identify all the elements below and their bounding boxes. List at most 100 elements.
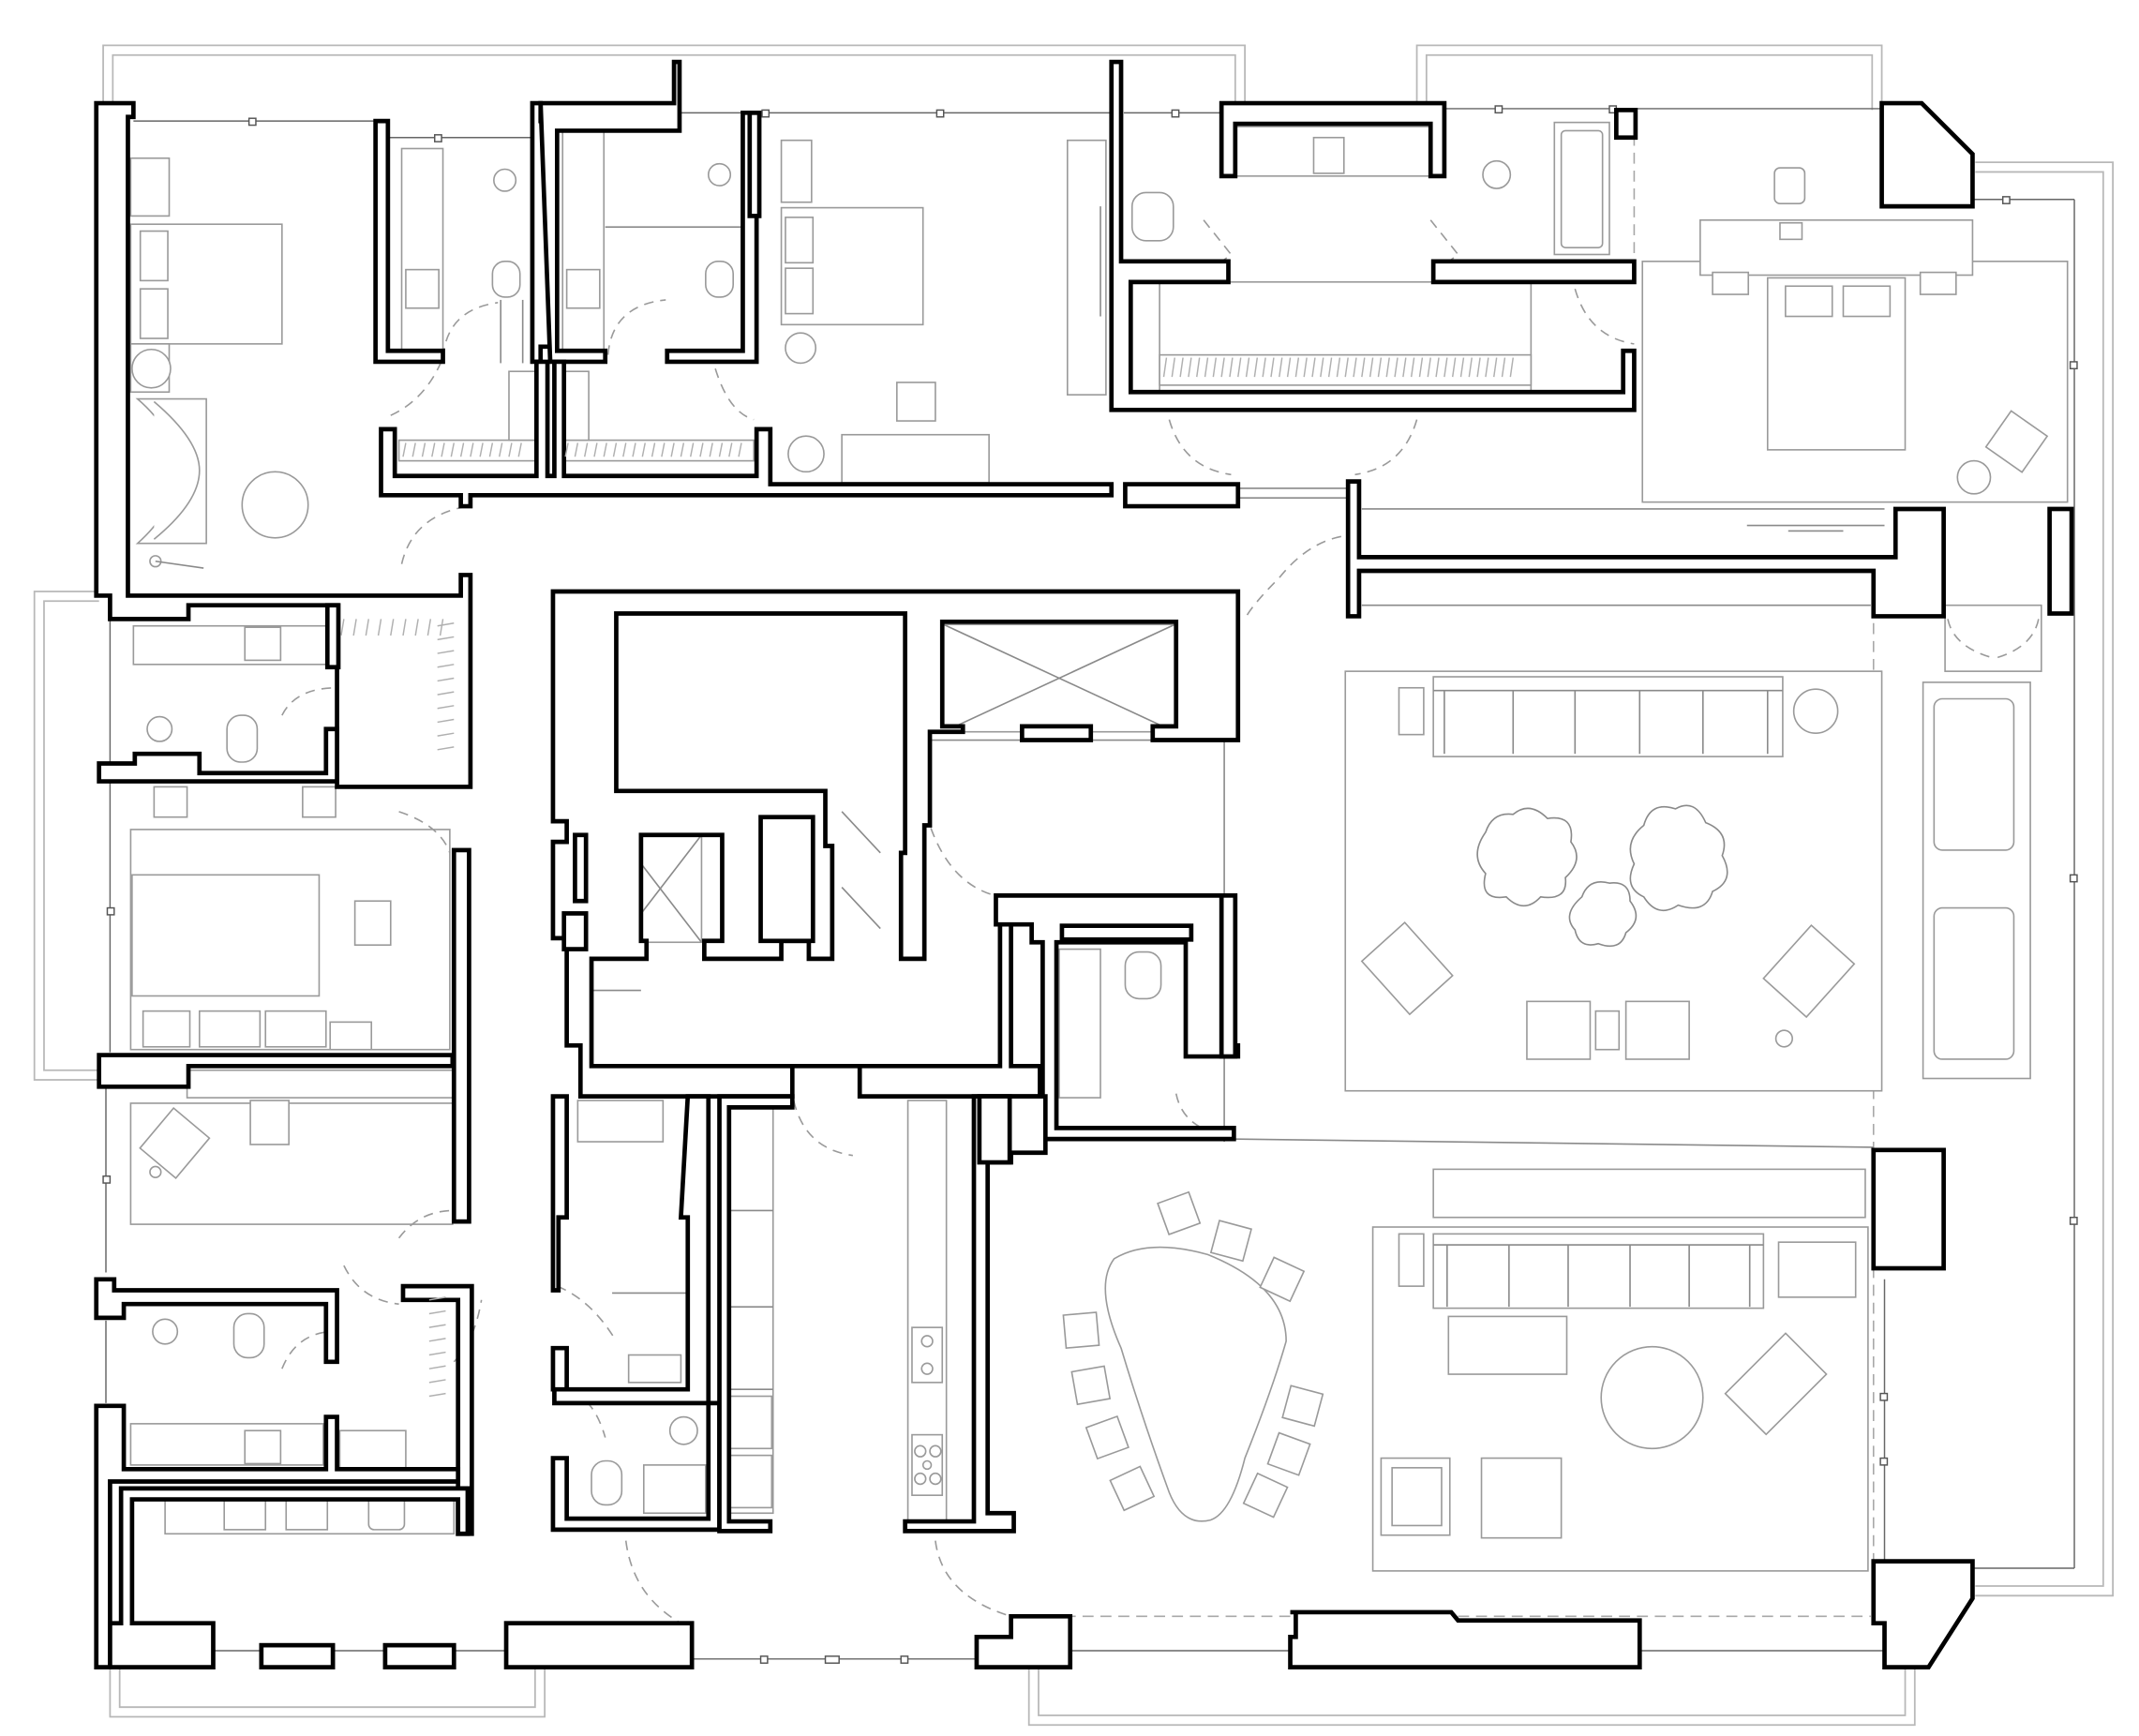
hanger-mark — [428, 1309, 446, 1315]
hanger-mark — [1485, 357, 1489, 378]
hanger-mark — [1459, 357, 1465, 378]
hanger-mark — [428, 1296, 446, 1301]
hanger-mark — [583, 442, 589, 457]
living-room-north-furniture — [1344, 604, 2042, 1092]
hanger-mark — [1311, 357, 1316, 378]
hanger-mark — [428, 1365, 446, 1369]
hanger-mark — [689, 442, 695, 457]
hanger-mark — [437, 622, 455, 627]
hanger-mark — [1361, 357, 1366, 378]
closet-hanger-marks — [340, 357, 1515, 1398]
hanger-mark — [428, 1338, 446, 1342]
hanger-mark — [1336, 357, 1341, 378]
hanger-mark — [1394, 357, 1399, 378]
hanger-mark — [1179, 357, 1184, 378]
hanger-mark — [377, 619, 382, 636]
hanger-mark — [390, 619, 395, 636]
hanger-mark — [365, 619, 370, 636]
hanger-mark — [352, 619, 357, 636]
hanger-mark — [1237, 357, 1242, 378]
hanger-mark — [1212, 357, 1218, 378]
hanger-mark — [1204, 357, 1209, 378]
terraces — [33, 44, 2114, 1727]
hanger-mark — [1220, 357, 1225, 378]
bedroom-w-furniture — [129, 786, 451, 1051]
hanger-mark — [1344, 357, 1349, 378]
hanger-mark — [1377, 357, 1383, 378]
hanger-mark — [437, 650, 455, 654]
bathroom-n1-fixtures — [390, 147, 524, 416]
hanger-mark — [1196, 357, 1201, 378]
hanger-mark — [437, 705, 455, 710]
hanger-mark — [651, 442, 656, 457]
bedroom-nw-furniture — [129, 157, 309, 569]
hanger-mark — [1385, 357, 1390, 378]
hanger-mark — [488, 442, 494, 457]
bedroom-ne-furniture — [1641, 167, 2069, 532]
hanger-mark — [1402, 357, 1407, 378]
hanger-mark — [738, 442, 742, 457]
hanger-mark — [517, 442, 522, 457]
hanger-mark — [1427, 357, 1431, 378]
hanger-mark — [1188, 357, 1192, 378]
hanger-mark — [1270, 357, 1275, 378]
hanger-mark — [498, 442, 503, 457]
hanger-mark — [437, 718, 455, 724]
hanger-mark — [1501, 357, 1506, 378]
hanger-mark — [437, 636, 455, 641]
living-room-south-furniture — [1371, 1168, 1869, 1572]
hanger-mark — [699, 442, 704, 457]
hanger-mark — [1451, 357, 1457, 378]
hanger-mark — [718, 442, 724, 457]
bathroom-s-fixtures — [557, 1100, 707, 1624]
hanger-mark — [441, 442, 445, 457]
hanger-mark — [437, 664, 455, 668]
hanger-mark — [1353, 357, 1357, 378]
hanger-mark — [431, 442, 436, 457]
hanger-mark — [1443, 357, 1448, 378]
hanger-mark — [428, 1324, 446, 1328]
hanger-mark — [1294, 357, 1300, 378]
walls — [94, 59, 2074, 1669]
hanger-mark — [1418, 357, 1424, 378]
kitchen-furniture — [723, 1100, 1011, 1618]
hanger-mark — [680, 442, 685, 457]
hanger-mark — [1476, 357, 1481, 378]
hanger-mark — [428, 1379, 446, 1384]
hanger-mark — [728, 442, 733, 457]
hanger-mark — [1369, 357, 1374, 378]
hanger-mark — [1327, 357, 1333, 378]
hanger-mark — [1286, 357, 1292, 378]
hanger-mark — [1262, 357, 1266, 378]
hanger-mark — [564, 442, 569, 457]
hanger-mark — [1303, 357, 1308, 378]
hanger-mark — [340, 619, 345, 636]
hanger-mark — [402, 619, 407, 636]
hanger-mark — [508, 442, 513, 457]
hanger-mark — [661, 442, 666, 457]
hanger-mark — [421, 442, 426, 457]
hanger-mark — [459, 442, 465, 457]
furniture — [129, 121, 2069, 1624]
hanger-mark — [632, 442, 636, 457]
hanger-mark — [439, 619, 444, 636]
hanger-mark — [402, 442, 407, 457]
hanger-mark — [1253, 357, 1259, 378]
hanger-mark — [1509, 357, 1515, 378]
hanger-mark — [428, 1392, 446, 1398]
hanger-mark — [1229, 357, 1234, 378]
hanger-mark — [470, 442, 474, 457]
hanger-mark — [1279, 357, 1283, 378]
hanger-mark — [437, 691, 455, 696]
hanger-mark — [709, 442, 713, 457]
hanger-mark — [428, 1351, 446, 1356]
hanger-mark — [1410, 357, 1415, 378]
hanger-mark — [670, 442, 675, 457]
hanger-mark — [414, 619, 419, 636]
hanger-mark — [437, 677, 455, 682]
hanger-mark — [1162, 357, 1168, 378]
hanger-mark — [1320, 357, 1324, 378]
hanger-mark — [1493, 357, 1498, 378]
hanger-mark — [1435, 357, 1440, 378]
